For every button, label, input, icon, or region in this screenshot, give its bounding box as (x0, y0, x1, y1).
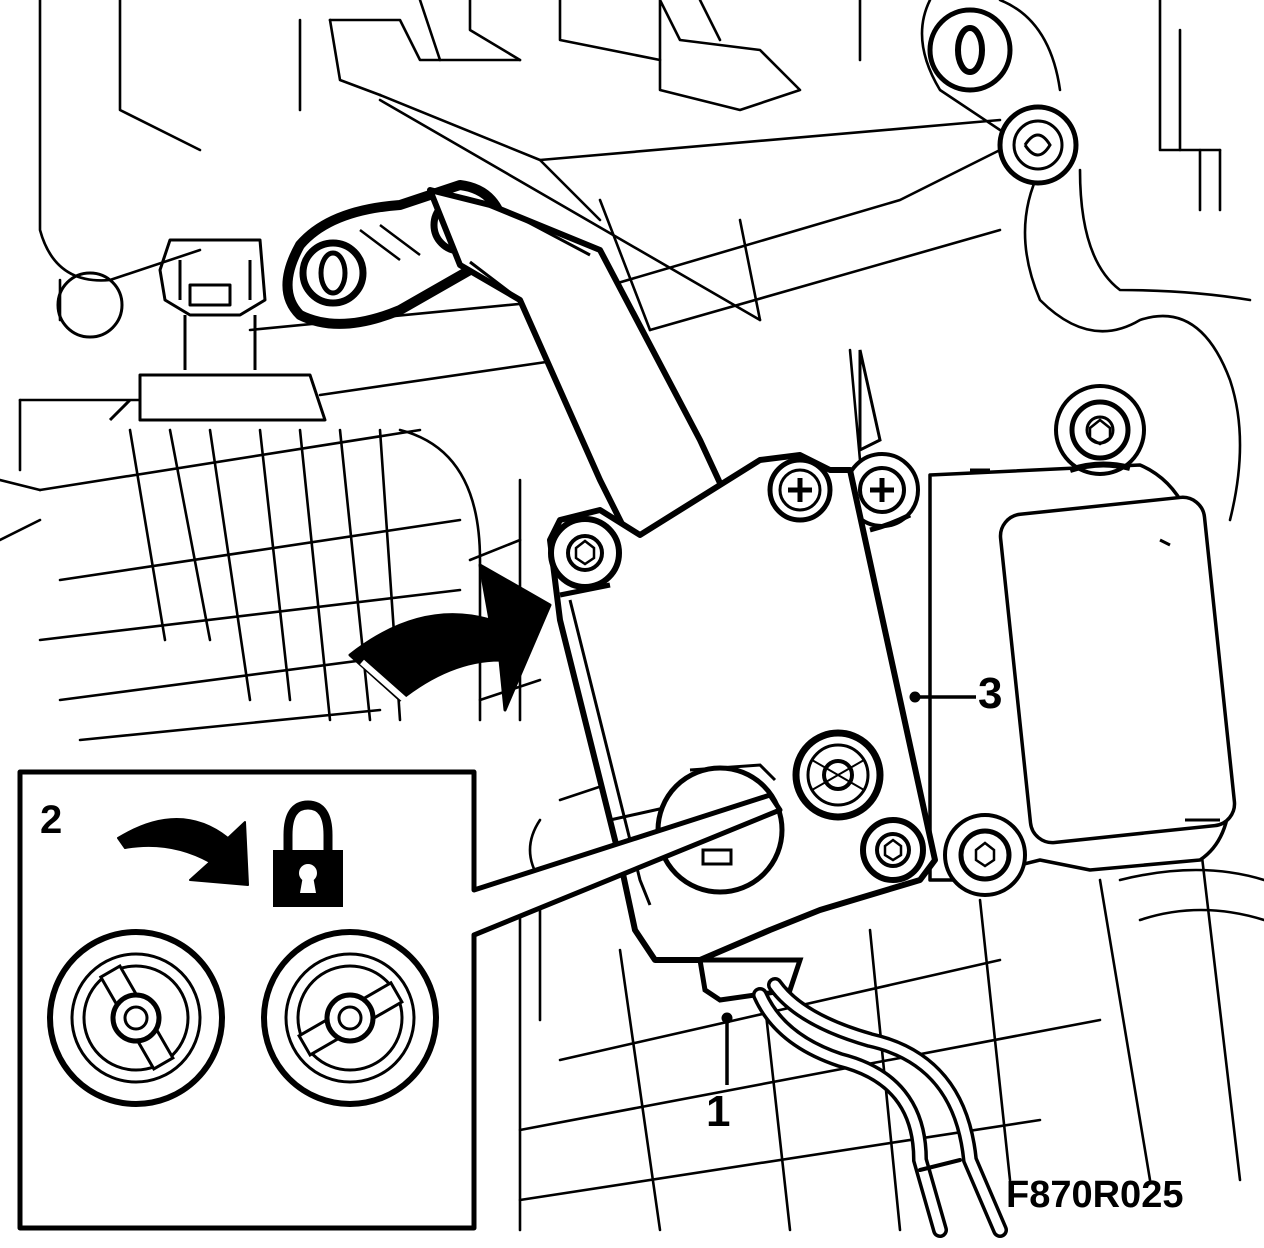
leader-lines (721, 691, 976, 1085)
actuator-housing (928, 463, 1237, 882)
connector-unlocked-view (47, 929, 225, 1107)
sensor-bracket (547, 452, 938, 1003)
figure-code: F870R025 (1006, 1174, 1184, 1216)
left-mount-ring (56, 271, 124, 339)
curved-arrow-icon (117, 818, 249, 886)
detail-inset (17, 769, 783, 1231)
callout-1: 1 (706, 1087, 731, 1136)
actuator-mount-screws (844, 349, 1146, 897)
wiring-harness (752, 977, 1008, 1238)
padlock-icon (273, 800, 343, 907)
callout-2: 2 (40, 798, 63, 842)
connector-locked-view (261, 929, 439, 1107)
callout-3: 3 (978, 669, 1003, 718)
rotation-arrow (348, 563, 552, 712)
electrical-connector (108, 238, 327, 422)
upper-right-pivot (927, 7, 1079, 186)
